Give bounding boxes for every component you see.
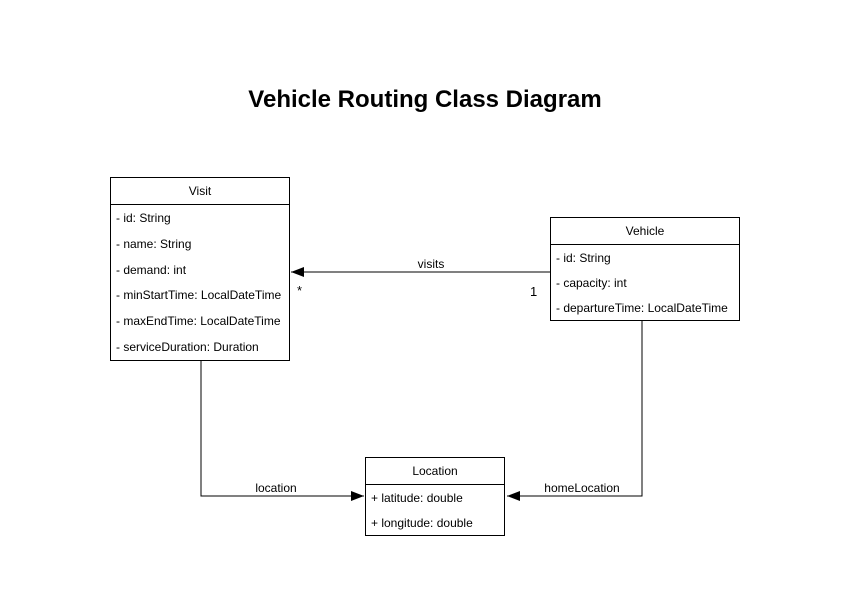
edge-label-location: location: [255, 481, 297, 495]
multiplicity-visit-end: *: [297, 283, 303, 298]
diagram-title: Vehicle Routing Class Diagram: [248, 86, 602, 113]
class-visit-name: Visit: [111, 178, 289, 205]
class-vehicle-name: Vehicle: [551, 218, 739, 245]
edge-location-association[interactable]: [200, 361, 364, 501]
edge-label-visits: visits: [417, 257, 445, 271]
class-location-attribute: + latitude: double: [371, 490, 463, 505]
class-visit-attribute: - demand: int: [116, 262, 187, 277]
class-vehicle-attribute: - capacity: int: [556, 275, 627, 290]
class-location-name: Location: [366, 458, 504, 485]
class-visit-attribute: - id: String: [116, 210, 171, 225]
class-visit[interactable]: Visit - id: String - name: String - dema…: [110, 177, 290, 361]
class-location-attribute: + longitude: double: [371, 515, 473, 530]
class-visit-attribute: - serviceDuration: Duration: [116, 340, 259, 355]
class-vehicle[interactable]: Vehicle - id: String - capacity: int - d…: [550, 217, 740, 321]
class-vehicle-attribute: - id: String: [556, 250, 611, 265]
class-location[interactable]: Location + latitude: double + longitude:…: [365, 457, 505, 536]
class-vehicle-attribute: - departureTime: LocalDateTime: [556, 300, 728, 315]
class-visit-attribute: - name: String: [116, 236, 192, 251]
edge-home-location-association[interactable]: [507, 321, 643, 501]
class-visit-attribute: - minStartTime: LocalDateTime: [116, 288, 282, 303]
edge-label-home-location: homeLocation: [544, 481, 620, 495]
class-visit-attribute: - maxEndTime: LocalDateTime: [116, 314, 281, 329]
multiplicity-vehicle-end: 1: [530, 284, 538, 299]
